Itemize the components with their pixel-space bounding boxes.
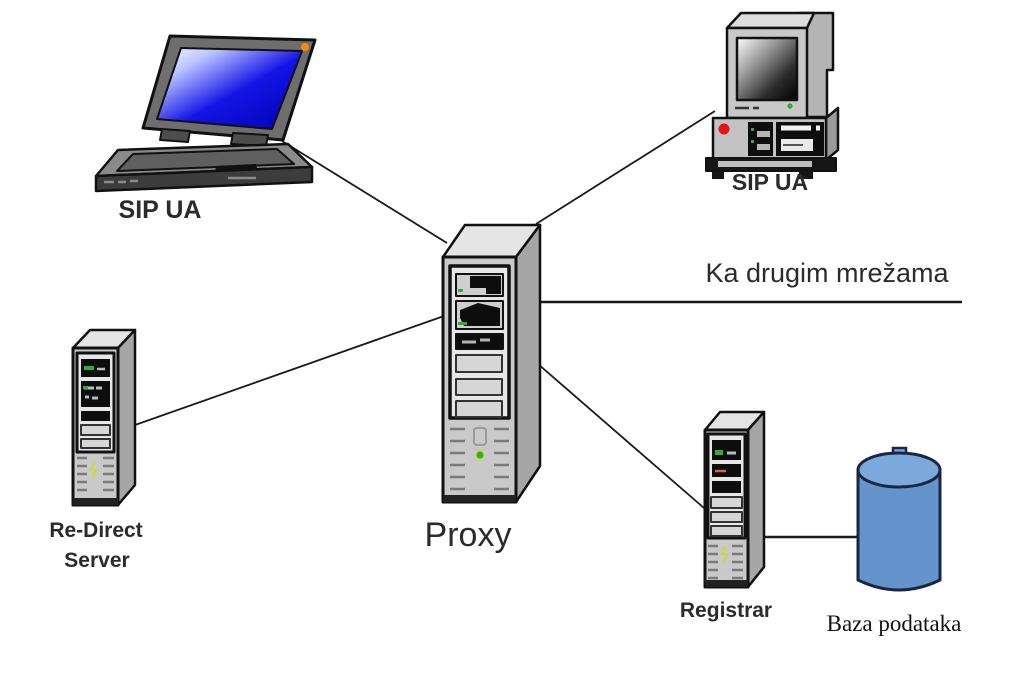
external-network-label: Ka drugim mrežama [705,258,949,288]
case-led-icon [751,140,754,143]
laptop-screen [156,47,303,130]
case-foot [712,171,724,179]
proxy-label: Proxy [425,516,512,554]
monitor-top [725,11,816,30]
power-button-icon [718,123,730,135]
laptop-hinge [159,128,191,143]
case-foot [799,171,813,179]
bay-led-icon [458,289,463,292]
blank-slot [455,378,503,396]
blank-slot [710,525,743,537]
vent-lines [103,456,114,492]
blank-slot [455,400,503,418]
drive-bay [81,381,110,407]
registrar-label: Registrar [680,599,772,622]
bay-led-icon [83,386,88,389]
drive-bay [712,481,741,493]
vent-lines [494,427,509,491]
vent-lines [708,544,718,580]
redirect-server-icon [71,328,137,507]
lid-dot-icon [301,43,309,51]
database-top [856,451,942,489]
edge-proxy-registrar [537,363,705,509]
redirect-bottom-strip [73,498,118,505]
case-slot [757,131,770,137]
laptop-icon [94,34,317,193]
laptop-base-front [94,165,314,193]
desktop-label: SIP UA [732,169,808,195]
desktop-computer-icon [705,11,840,179]
registrar-side [746,410,766,589]
blank-slot [710,511,743,523]
drive-bay-detail [470,276,501,294]
drive-bay-detail [460,303,500,326]
case-side [824,106,840,162]
bay-led-icon [715,450,723,455]
redirect-label-line2: Server [64,549,129,572]
blank-slot [80,424,111,436]
registrar-server-icon [703,410,766,589]
redirect-side [116,328,137,507]
case-bay-panel [748,122,773,156]
drive-bay [81,359,110,377]
connection-lines [134,110,962,539]
proxy-server-icon [441,223,542,504]
proxy-side [514,223,542,504]
power-led-icon [720,545,729,564]
keyhole [473,427,487,446]
case-base-slot [718,161,812,167]
vent-lines [732,544,743,580]
drive-bay [455,333,504,350]
database-cylinder-icon [856,446,942,592]
vent-lines [450,427,465,491]
drive-bay-detail [462,338,490,344]
power-led-icon [475,450,485,460]
monitor-led-icon [787,103,793,109]
case-led-icon [751,128,754,131]
redirect-label-line1: Re-Direct [49,519,142,542]
drive-bay-detail [84,386,102,400]
monitor-screen [735,36,799,102]
registrar-bottom-strip [705,580,748,587]
blank-slot [710,496,743,509]
power-led-icon [89,461,98,480]
laptop-port-lines [104,176,256,184]
drive-bay [712,464,741,477]
edge-desktop-proxy [535,110,716,225]
blank-slot [80,438,111,449]
database-label: Baza podataka [827,611,962,636]
blank-slot [455,354,503,373]
laptop-label: SIP UA [119,196,202,224]
vent-lines [77,456,87,492]
bay-led-icon [458,322,467,325]
database-body [856,468,942,592]
bay-led-icon [84,366,94,370]
proxy-bottom-strip [443,495,516,502]
edge-redirect-proxy [134,315,445,426]
drive-bay [81,411,110,421]
case-slot [757,144,770,150]
edge-laptop-proxy [281,140,448,244]
